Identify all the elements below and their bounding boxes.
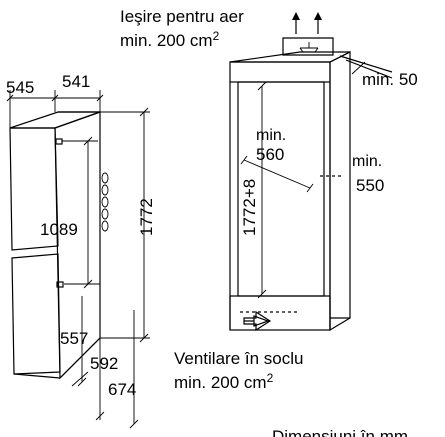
- dim-592: 592: [90, 354, 118, 373]
- dim-541: 541: [62, 72, 90, 91]
- dim-557: 557: [60, 329, 88, 348]
- appliance-drawing: [9, 111, 109, 380]
- svg-text:min. 200 cm2: min. 200 cm2: [174, 371, 274, 392]
- dim-545: 545: [6, 78, 34, 97]
- dim-674: 674: [108, 380, 136, 399]
- plinth-vent-area: min. 200 cm: [174, 373, 267, 392]
- dim-niche-width-min: min.: [256, 127, 286, 144]
- dimensions-unit-note: Dimensiuni în mm: [272, 427, 408, 437]
- dim-1089: 1089: [40, 220, 78, 239]
- air-outlet-grill: [282, 37, 334, 56]
- lower-door: [11, 253, 61, 375]
- upper-door: [9, 127, 59, 251]
- dim-1772-plus-8: 1772+8: [240, 179, 259, 236]
- plinth-vent-area-sup: 2: [267, 371, 274, 385]
- dim-depth-550: 550: [356, 176, 384, 195]
- air-outlet-area-sup: 2: [213, 29, 220, 43]
- door-slides: [101, 172, 109, 232]
- height-total-dimension: 1772: [100, 107, 156, 343]
- lower-heights-dimensions: 557 592 674: [60, 283, 139, 429]
- niche-drawing: [229, 37, 393, 332]
- plinth-vent-label: Ventilare în soclu min. 200 cm2: [174, 349, 303, 392]
- niche-height-dimension: 1772+8: [240, 81, 267, 299]
- dim-top-gap-min-50: min. 50: [362, 70, 418, 89]
- niche-depth-dimension: min. 550: [320, 153, 384, 195]
- height-upper-dimension: 1089: [40, 136, 98, 289]
- width-dimensions: 545 541: [6, 72, 104, 128]
- svg-text:min. 200 cm2: min. 200 cm2: [120, 29, 220, 50]
- dim-niche-width-560: 560: [256, 145, 284, 164]
- air-outlet-arrows: [292, 12, 322, 34]
- plinth-inlet-arrow: [243, 310, 272, 332]
- niche-width-dimension: min. 560: [240, 127, 314, 193]
- dim-1772: 1772: [137, 198, 156, 236]
- air-outlet-label: Ieşire pentru aer min. 200 cm2: [120, 7, 244, 50]
- dim-depth-min: min.: [352, 153, 382, 170]
- plinth-vent-title: Ventilare în soclu: [174, 349, 303, 368]
- air-outlet-area: min. 200 cm: [120, 31, 213, 50]
- air-outlet-title: Ieşire pentru aer: [120, 7, 244, 26]
